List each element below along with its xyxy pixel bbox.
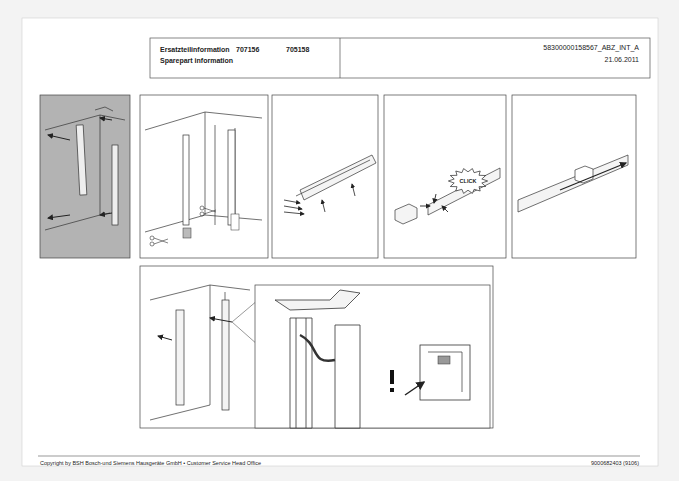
sheet-text: 58300000158567_ABZ_INT_A — [543, 44, 639, 52]
sheet-text: Ersatzteilinformation — [160, 46, 230, 54]
click-text: CLICK — [460, 178, 477, 184]
sheet-text: Sparepart information — [160, 57, 233, 65]
sheet-text: 9000682403 (9106) — [591, 460, 639, 466]
sheet-text: Copyright by BSH Bosch-und Siemens Hausg… — [40, 460, 261, 466]
sheet-text: 707156 — [236, 46, 259, 54]
sheet-text: 705158 — [286, 46, 309, 54]
sheet-text: 21.06.2011 — [604, 56, 639, 64]
click-burst: CLICK — [448, 168, 488, 194]
